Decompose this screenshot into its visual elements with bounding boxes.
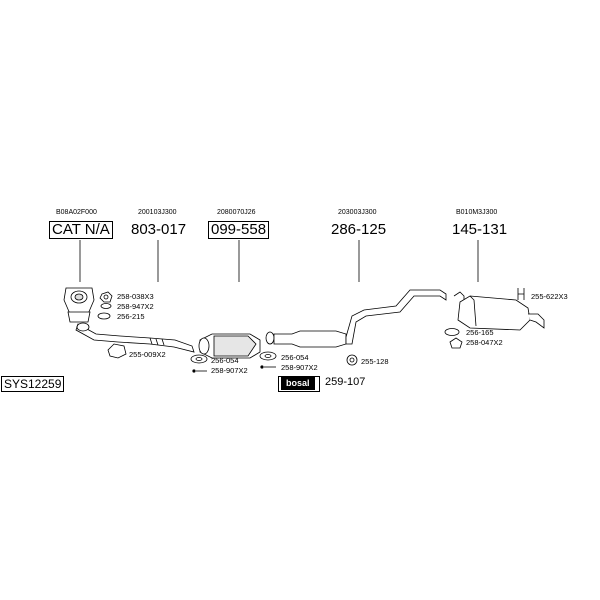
- accessory-label-11[interactable]: 256-165: [466, 328, 494, 337]
- part-number-1[interactable]: CAT N/A: [49, 221, 113, 239]
- accessory-label-1[interactable]: 258-038X3: [117, 292, 154, 301]
- ring-icon-1: [97, 312, 111, 320]
- oem-code-2: 200103J300: [138, 209, 177, 216]
- part-number-3[interactable]: 099-558: [208, 221, 270, 239]
- system-id: SYS12259: [1, 376, 65, 392]
- bosal-logo: bosal: [281, 377, 315, 390]
- accessory-label-5[interactable]: 256-054: [211, 356, 239, 365]
- oem-code-4: 203003J300: [338, 209, 377, 216]
- oem-code-1: B08A02F000: [56, 209, 97, 216]
- middle-pipe: [265, 289, 447, 348]
- nut-icon-2: [449, 337, 463, 349]
- catalytic-converter: [198, 333, 261, 359]
- part-number-2[interactable]: 803-017: [131, 221, 187, 238]
- kit-box: [278, 376, 320, 392]
- accessory-label-3[interactable]: 256-215: [117, 312, 145, 321]
- gasket-icon-4: [444, 328, 460, 336]
- clamp-icon-1: [107, 343, 127, 359]
- accessory-label-10[interactable]: 255-622X3: [531, 292, 568, 301]
- accessory-label-6[interactable]: 258-907X2: [211, 366, 248, 375]
- oem-code-5: B010M3J300: [456, 209, 498, 216]
- part-number-5[interactable]: 145-131: [452, 221, 508, 238]
- kit-part-number[interactable]: 259-107: [325, 376, 366, 388]
- front-pipe: [75, 322, 195, 353]
- part-number-4[interactable]: 286-125: [331, 221, 387, 238]
- rear-muffler: [453, 291, 545, 331]
- oem-code-3: 2080070J26: [217, 209, 256, 216]
- accessory-label-4[interactable]: 255-009X2: [129, 350, 166, 359]
- accessory-label-12[interactable]: 258-047X2: [466, 338, 503, 347]
- gasket-icon-1: [100, 303, 112, 309]
- accessory-label-9[interactable]: 255-128: [361, 357, 389, 366]
- accessory-label-8[interactable]: 258-907X2: [281, 363, 318, 372]
- hanger-h-icon: [517, 288, 525, 300]
- accessory-label-2[interactable]: 258-947X2: [117, 302, 154, 311]
- accessory-label-7[interactable]: 256-054: [281, 353, 309, 362]
- catalyst-manifold: [63, 287, 95, 323]
